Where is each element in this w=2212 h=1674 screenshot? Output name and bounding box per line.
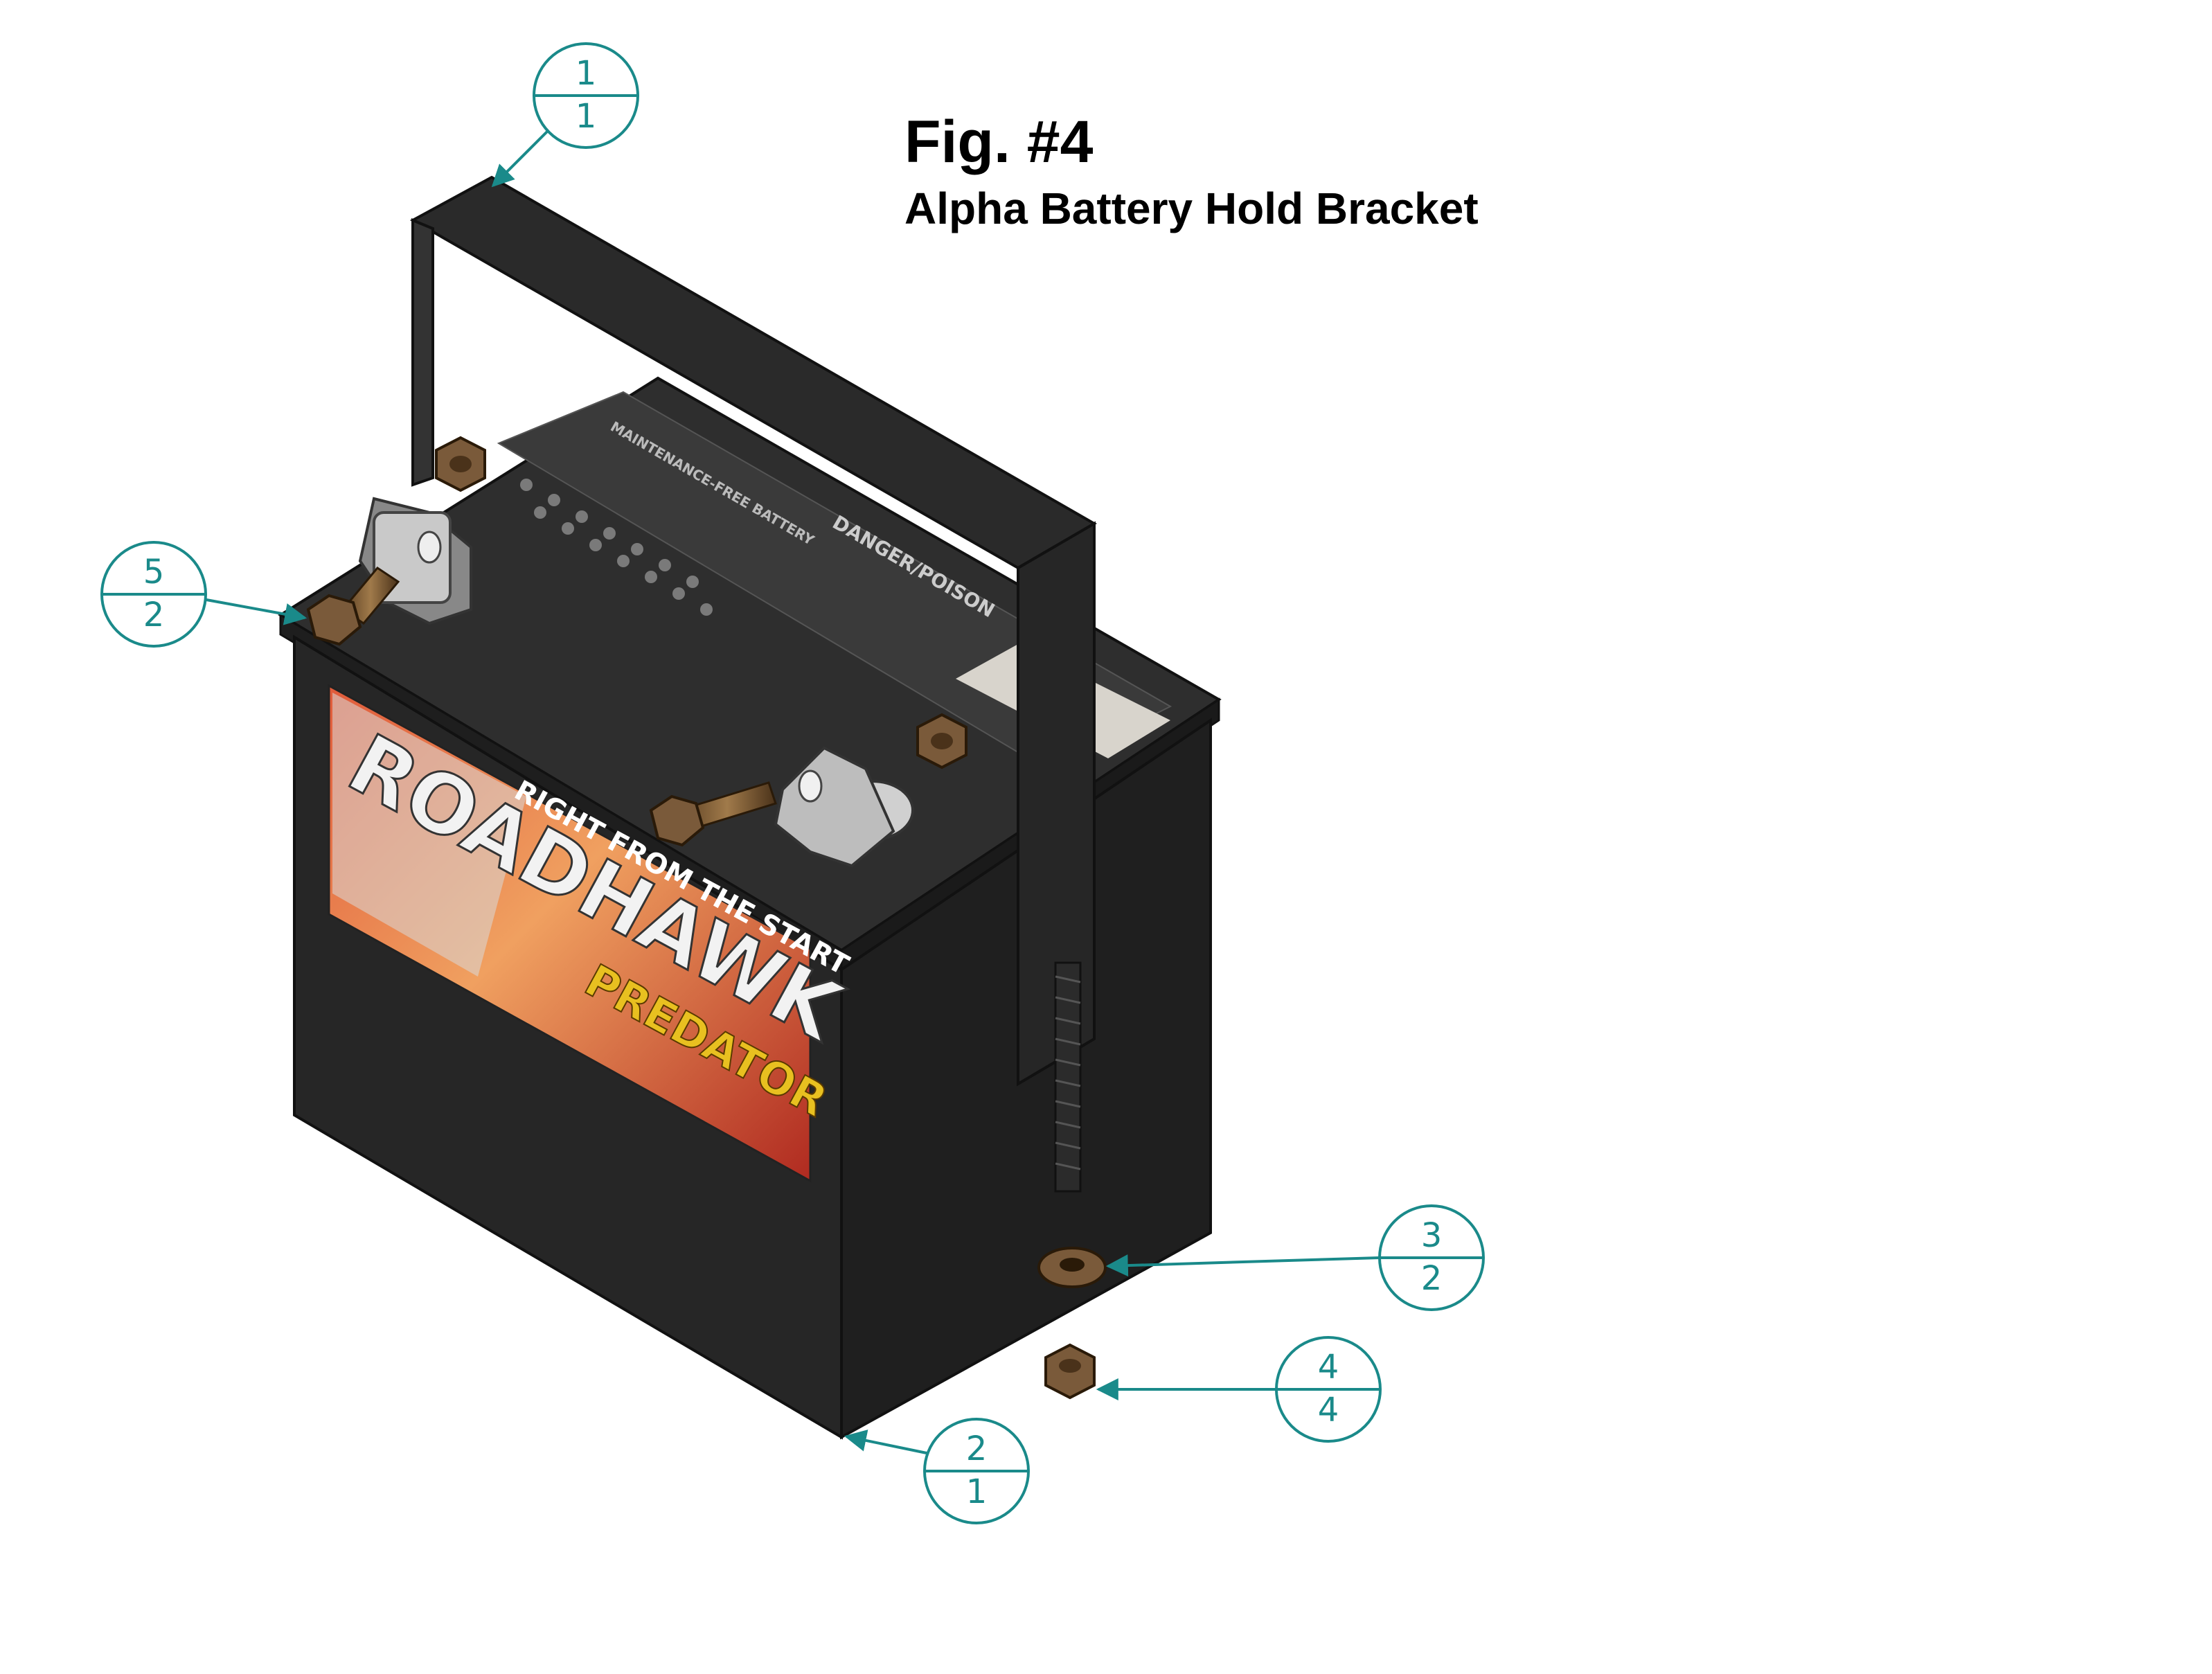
terminal-bolt-left	[306, 567, 400, 646]
balloon-2-qty: 1	[966, 1472, 988, 1511]
balloon-2: 2 1	[923, 1418, 1030, 1524]
balloon-1: 1 1	[533, 42, 639, 149]
bracket-nut-right	[916, 713, 967, 769]
bracket-right-leg	[1017, 521, 1096, 1087]
balloon-4-qty: 4	[1318, 1391, 1339, 1430]
balloon-4: 4 4	[1275, 1336, 1382, 1443]
leader-2	[844, 1430, 927, 1454]
balloon-5-item: 5	[143, 553, 165, 591]
bracket-nut-left	[435, 436, 486, 492]
balloon-2-item: 2	[966, 1430, 988, 1468]
washer	[1037, 1247, 1107, 1288]
leader-3	[1105, 1254, 1380, 1277]
balloon-3-qty: 2	[1421, 1259, 1443, 1298]
balloon-5: 5 2	[100, 541, 207, 648]
figure-title: Fig. #4	[904, 109, 1094, 175]
positive-terminal	[774, 746, 914, 868]
hold-bracket	[409, 175, 1097, 1087]
threaded-rod	[1054, 961, 1082, 1193]
balloon-1-item: 1	[576, 54, 597, 93]
terminal-bolt-right	[649, 781, 777, 847]
balloon-4-item: 4	[1318, 1348, 1339, 1387]
leader-5	[206, 598, 307, 625]
bracket-left-leg	[411, 218, 434, 487]
leader-lines	[206, 129, 1380, 1454]
top-sticker-dots	[520, 479, 713, 616]
balloon-3-item: 3	[1421, 1216, 1443, 1255]
figure-subtitle: Alpha Battery Hold Bracket	[904, 184, 1479, 233]
balloon-3: 3 2	[1378, 1204, 1485, 1311]
label-hawk-graphic	[332, 693, 526, 977]
loose-nut	[1044, 1343, 1096, 1400]
balloon-5-qty: 2	[143, 596, 165, 634]
balloon-1-qty: 1	[576, 97, 597, 136]
leader-1	[491, 129, 550, 188]
